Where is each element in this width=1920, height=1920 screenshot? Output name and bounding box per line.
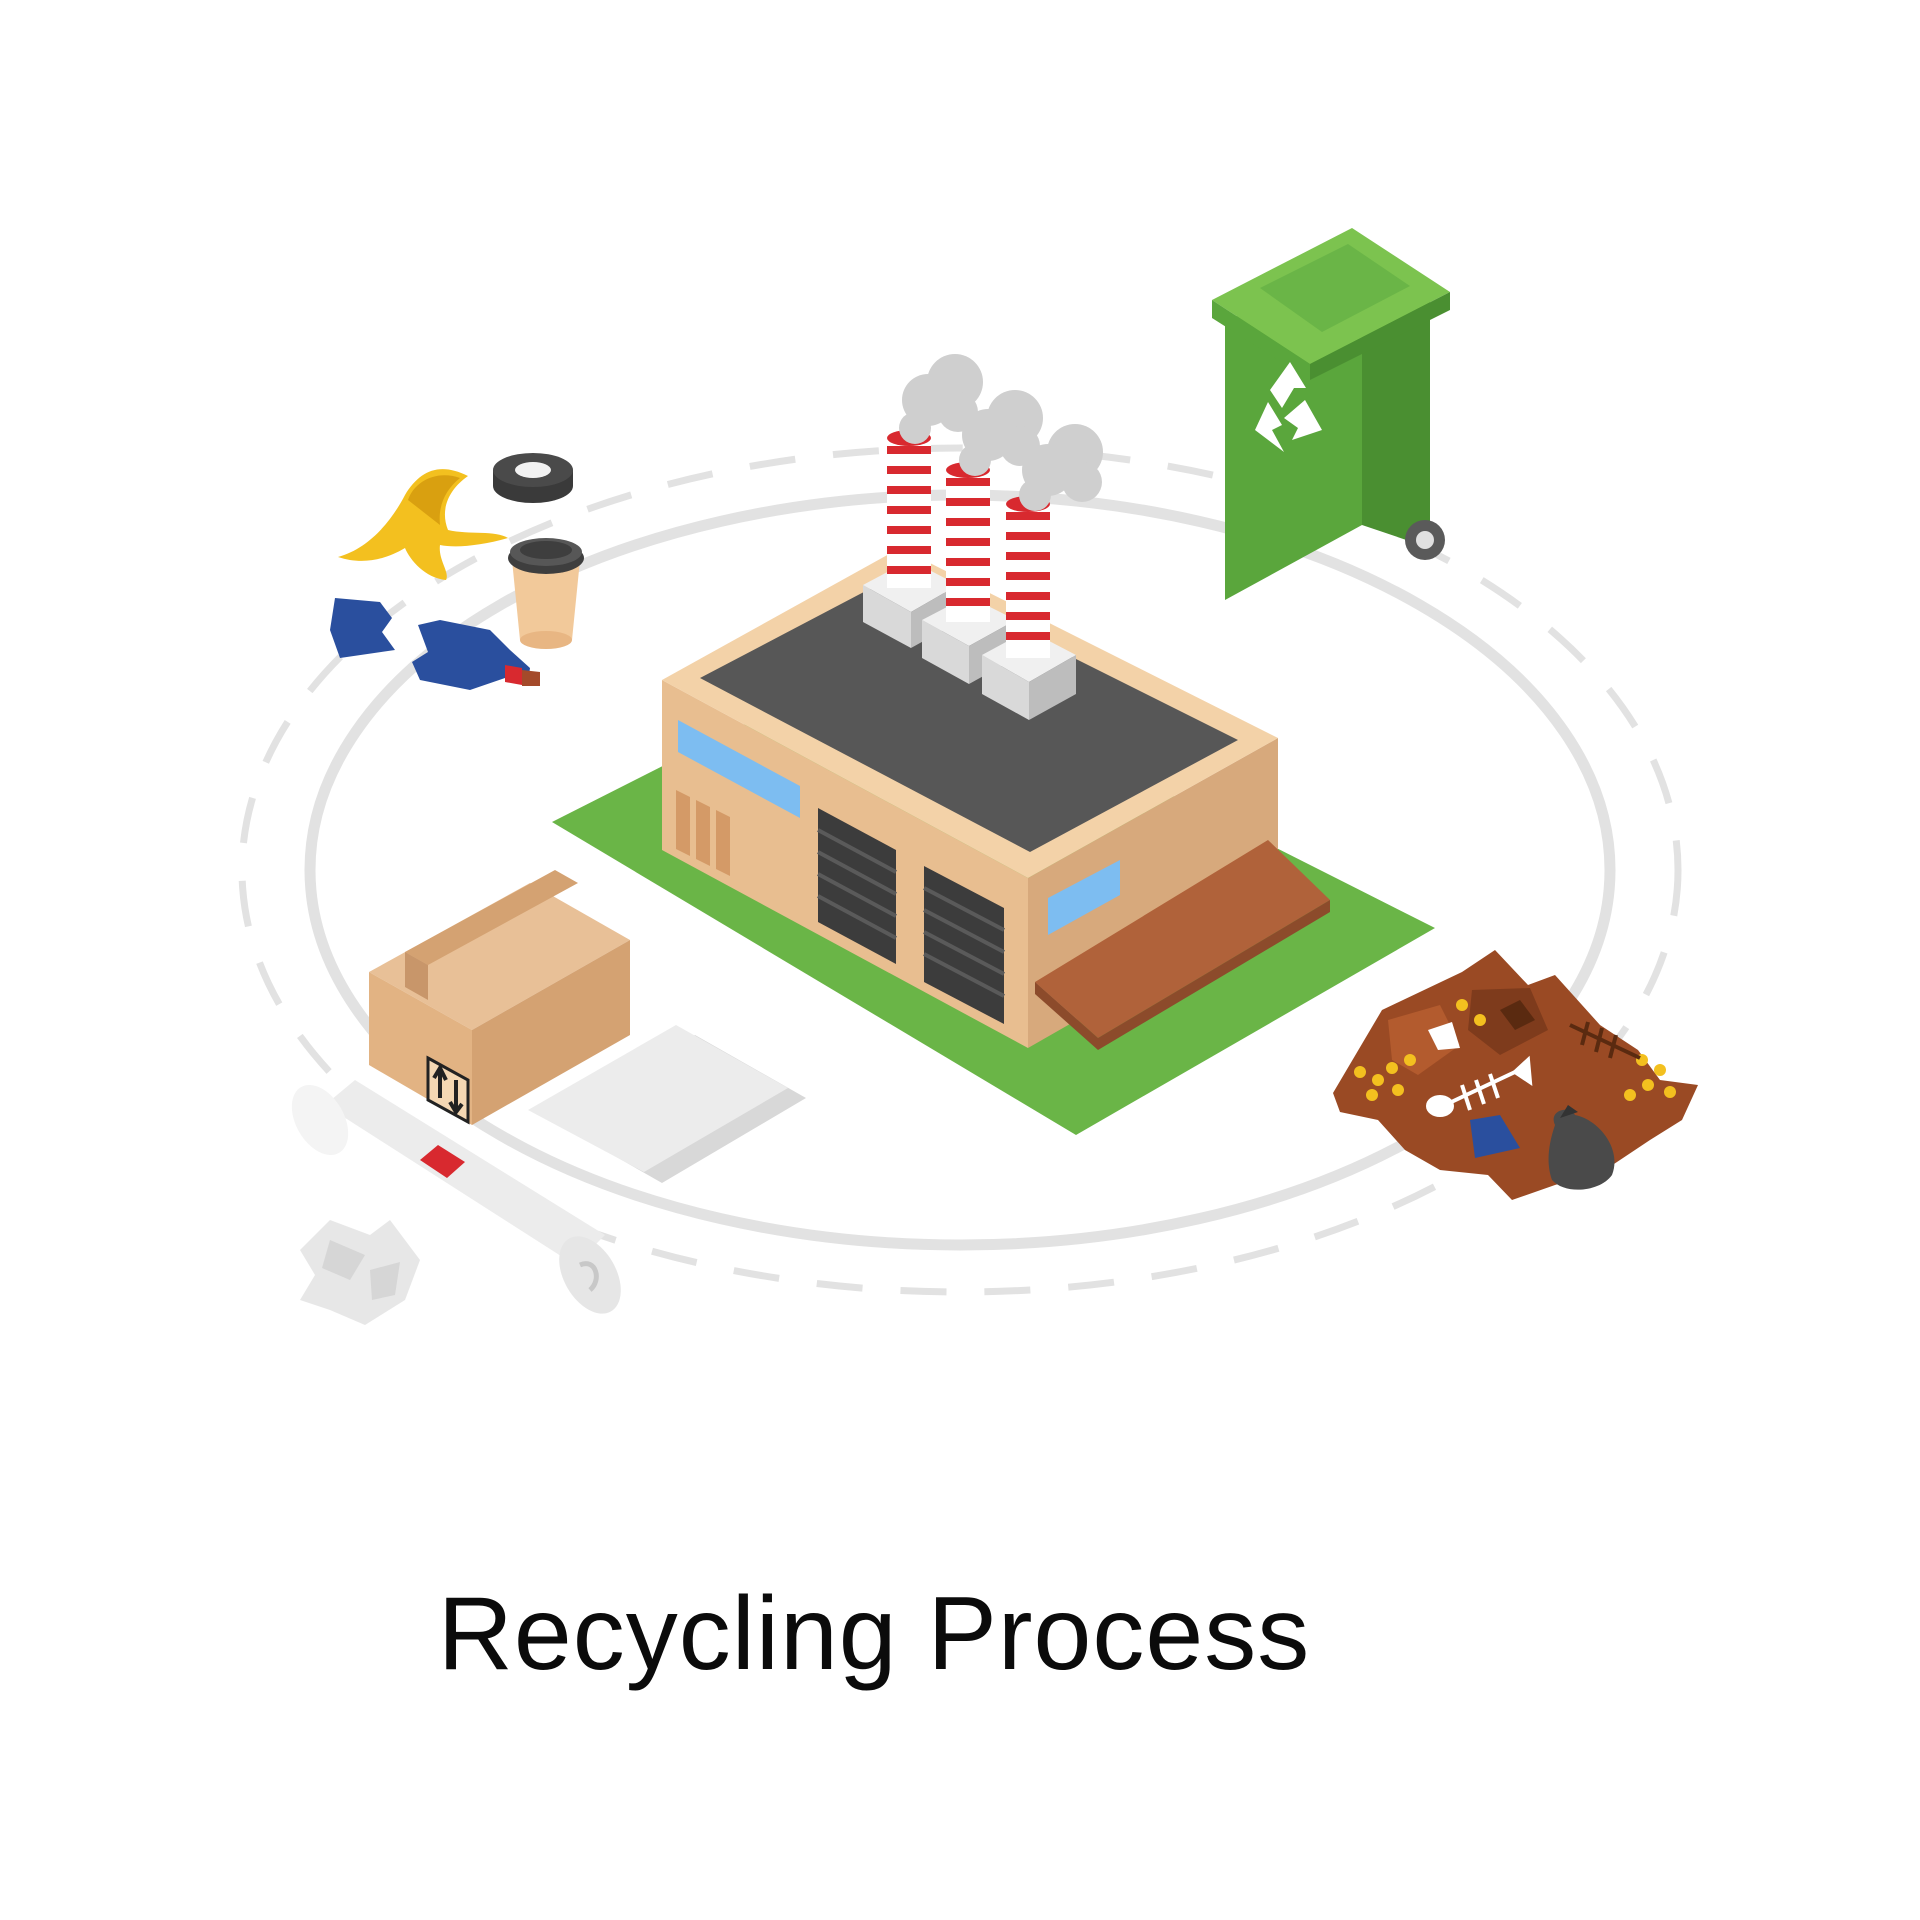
fish-bone-icon	[1569, 1021, 1641, 1060]
broken-bottle-icon	[330, 598, 540, 690]
trash-bag-icon	[1548, 1105, 1615, 1190]
smoke-cloud	[899, 354, 1103, 511]
factory-window	[678, 720, 800, 818]
banana-peel-icon	[338, 469, 508, 580]
loading-awning	[1035, 840, 1330, 1050]
caption-title: Recycling Process	[437, 1576, 1311, 1692]
this-side-up-arrows-icon	[426, 1055, 470, 1125]
blue-wrapper	[1470, 1115, 1520, 1158]
crumpled-paper-icon	[300, 1220, 420, 1325]
factory-icon	[662, 354, 1330, 1050]
cardboard-box-icon	[369, 870, 630, 1125]
shutter-door	[923, 866, 1005, 1024]
fish-bone-icon	[1426, 1055, 1533, 1117]
shutter-door	[817, 808, 897, 964]
garbage-pile-icon	[1333, 950, 1698, 1200]
recycle-symbol-icon	[1255, 362, 1322, 452]
chimney	[982, 496, 1076, 720]
coffee-cup-icon	[508, 538, 584, 649]
factory-window	[1048, 860, 1120, 935]
recycling-bin-icon	[1212, 228, 1450, 600]
paper-sheets-icon	[528, 1025, 806, 1183]
tire-icon	[493, 453, 573, 503]
paper-roll-icon	[291, 1080, 621, 1314]
wall-vents	[676, 790, 730, 876]
